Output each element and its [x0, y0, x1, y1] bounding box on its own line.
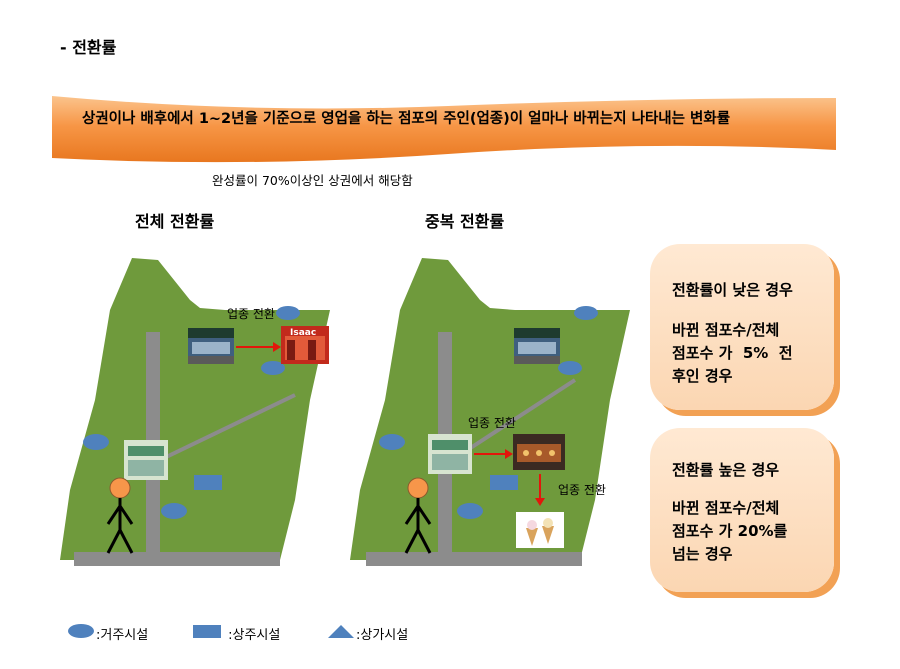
card-line: 점포수 가 20%를: [672, 522, 788, 540]
panel-title-total: 전체 전환률: [135, 212, 215, 231]
card-heading: 전환률 높은 경우: [672, 461, 780, 479]
legend-rect-icon: [193, 625, 221, 638]
road-diagonal: [159, 393, 296, 462]
store-image-building: [124, 440, 168, 480]
road-horizontal: [366, 552, 582, 566]
applicability-note: 완성률이 70%이상인 상권에서 해당함: [212, 173, 413, 188]
total-conversion-map: Isaac 업종 전환: [60, 258, 330, 566]
residential-marker: [457, 503, 483, 519]
residential-marker: [276, 306, 300, 320]
conversion-arrow-head: [535, 498, 545, 506]
residential-marker: [83, 434, 109, 450]
residential-marker: [558, 361, 582, 375]
conversion-label: 업종 전환: [227, 307, 275, 321]
legend-mixed: :상주시설: [224, 628, 281, 643]
high-rate-card: 전환률 높은 경우 바뀐 점포수/전체 점포수 가 20%를 넘는 경우: [650, 428, 834, 592]
pedestrian-figure: [404, 477, 432, 554]
store-image-convenience: [188, 328, 234, 364]
mixed-use-marker: [194, 475, 222, 490]
residential-marker: [379, 434, 405, 450]
low-rate-card: 전환률이 낮은 경우 바뀐 점포수/전체 점포수 가 5% 전 후인 경우: [650, 244, 834, 410]
legend-residential: :거주시설: [96, 628, 149, 643]
definition-text: 상권이나 배후에서 1~2년을 기준으로 영업을 하는 점포의 주인(업종)이 …: [82, 111, 731, 127]
conversion-arrow-head: [273, 342, 281, 352]
card-line: 바뀐 점포수/전체: [672, 499, 780, 517]
card-line: 후인 경우: [672, 367, 733, 385]
duplicate-conversion-map: 업종 전환 업종 전환: [350, 258, 630, 566]
road-diagonal: [450, 378, 577, 462]
legend-oval-icon: [68, 624, 94, 638]
road-horizontal: [74, 552, 280, 566]
conversion-label: 업종 전환: [468, 416, 516, 430]
legend-triangle-icon: [328, 625, 354, 638]
panel-title-duplicate: 중복 전환률: [425, 212, 505, 231]
store-image-icecream: [516, 512, 564, 548]
card-line: 바뀐 점포수/전체: [672, 321, 780, 339]
conversion-label: 업종 전환: [558, 483, 606, 497]
definition-banner: [52, 96, 836, 163]
conversion-arrow-head: [505, 449, 513, 459]
store-image-cafe: [513, 434, 565, 470]
store-image-convenience: [514, 328, 560, 364]
card-line: 넘는 경우: [672, 545, 733, 563]
residential-marker: [574, 306, 598, 320]
residential-marker: [261, 361, 285, 375]
store-image-building: [428, 434, 472, 474]
store-image-isaac: [281, 326, 329, 364]
residential-marker: [161, 503, 187, 519]
pedestrian-figure: [106, 477, 134, 554]
legend-commercial: :상가시설: [356, 628, 409, 643]
card-heading: 전환률이 낮은 경우: [672, 281, 793, 299]
map-area: [60, 258, 330, 560]
mixed-use-marker: [490, 475, 518, 490]
map-area: [350, 258, 630, 560]
card-line: 점포수 가 5% 전: [672, 344, 793, 362]
page-title: - 전환률: [60, 38, 117, 57]
isaac-sign: Isaac: [290, 328, 316, 338]
